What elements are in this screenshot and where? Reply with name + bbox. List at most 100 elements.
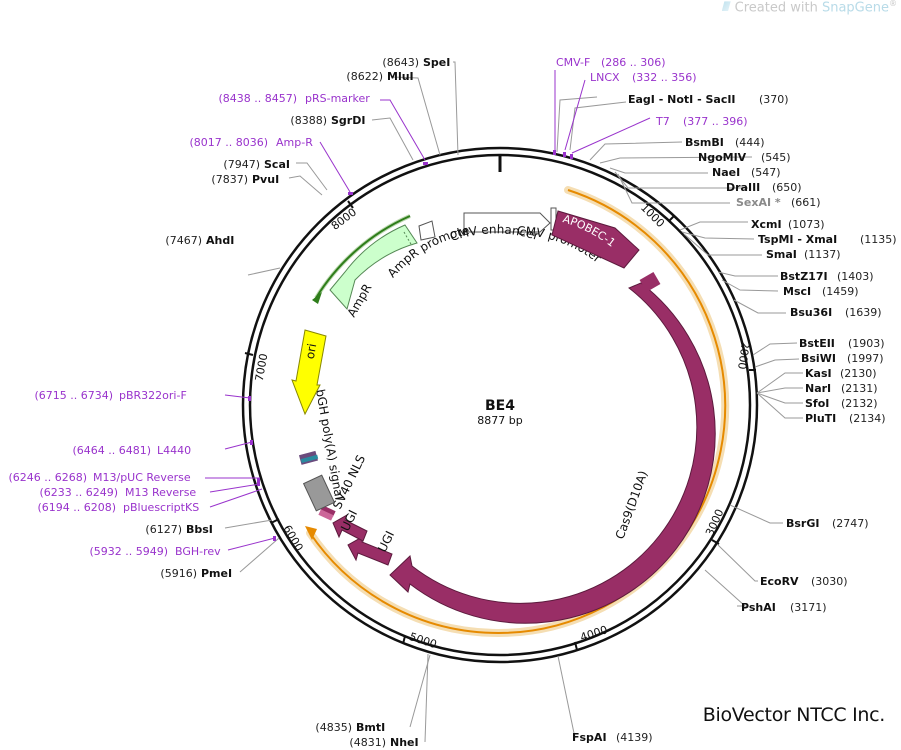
svg-text:SfoI: SfoI xyxy=(805,397,829,410)
site-bsiwi[interactable]: BsiWI (1997) xyxy=(801,352,884,365)
svg-text:SmaI: SmaI xyxy=(766,248,797,261)
svg-text:BsiWI: BsiWI xyxy=(801,352,836,365)
feature-bgh-poly-a[interactable]: bGH poly(A) signal xyxy=(302,388,347,512)
svg-text:BbsI: BbsI xyxy=(186,523,213,536)
site-bsteii[interactable]: BstEII(1903) xyxy=(799,337,885,350)
site-bmti[interactable]: (4835)BmtI xyxy=(315,721,385,734)
tick-7000: 7000 xyxy=(244,352,271,382)
svg-text:pBR322ori-F: pBR322ori-F xyxy=(119,389,187,402)
tick-1000: 1000 xyxy=(638,201,675,230)
svg-text:PshAI: PshAI xyxy=(741,601,776,614)
primer-prs-marker[interactable]: (8438 .. 8457)pRS-marker xyxy=(218,92,370,105)
site-pluti[interactable]: PluTI(2134) xyxy=(805,412,886,425)
primer-m13-puc-reverse[interactable]: (6246 .. 6268)M13/pUC Reverse xyxy=(8,471,190,484)
feature-ampr[interactable]: AmpR xyxy=(329,224,418,320)
site-tspmi-xmai[interactable]: TspMI - XmaI(1135) xyxy=(758,233,897,246)
svg-text:(1459): (1459) xyxy=(822,285,859,298)
site-nari[interactable]: NarI(2131) xyxy=(805,382,878,395)
site-ahdi[interactable]: (7467)AhdI xyxy=(165,234,234,247)
site-scai[interactable]: (7947)ScaI xyxy=(223,158,290,171)
primer-t7[interactable]: T7(377 .. 396) xyxy=(655,115,748,128)
feature-cas9-d10a[interactable]: Cas9(D10A) xyxy=(389,271,716,624)
svg-text:Amp-R: Amp-R xyxy=(276,136,313,149)
feature-ori[interactable]: ori xyxy=(291,329,327,416)
svg-text:6000: 6000 xyxy=(280,523,305,554)
site-bsmbi[interactable]: BsmBI(444) xyxy=(685,136,765,149)
svg-text:(8643): (8643) xyxy=(382,56,419,69)
site-ngomiv[interactable]: NgoMIV(545) xyxy=(698,151,791,164)
site-sexai[interactable]: SexAI *(661) xyxy=(736,196,821,209)
svg-text:FspAI: FspAI xyxy=(572,731,607,744)
svg-text:(4831): (4831) xyxy=(349,736,386,749)
site-eagi-noti-sacii[interactable]: EagI - NotI - SacII (370) xyxy=(628,93,789,106)
primer-l4440[interactable]: (6464 .. 6481) L4440 xyxy=(72,444,191,457)
primer-bgh-rev[interactable]: (5932 .. 5949) BGH-rev xyxy=(89,545,221,558)
site-naei[interactable]: NaeI(547) xyxy=(712,166,781,179)
svg-text:(332 .. 356): (332 .. 356) xyxy=(632,71,697,84)
svg-text:BGH-rev: BGH-rev xyxy=(175,545,221,558)
svg-text:BsmBI: BsmBI xyxy=(685,136,724,149)
primer-marks xyxy=(248,150,573,541)
site-bbsi[interactable]: (6127)BbsI xyxy=(145,523,212,536)
site-bsrgi[interactable]: BsrGI (2747) xyxy=(786,517,869,530)
svg-text:(370): (370) xyxy=(759,93,789,106)
site-pshai[interactable]: PshAI(3171) xyxy=(741,601,827,614)
site-pvui[interactable]: (7837)PvuI xyxy=(211,173,279,186)
svg-text:ScaI: ScaI xyxy=(264,158,290,171)
svg-text:NarI: NarI xyxy=(805,382,831,395)
snapgene-watermark: Created with SnapGene® xyxy=(721,0,897,15)
svg-text:(8622): (8622) xyxy=(346,70,383,83)
svg-text:(6246 .. 6268): (6246 .. 6268) xyxy=(8,471,87,484)
svg-text:M13 Reverse: M13 Reverse xyxy=(125,486,196,499)
primer-m13-reverse[interactable]: (6233 .. 6249)M13 Reverse xyxy=(39,486,196,499)
site-smai[interactable]: SmaI (1137) xyxy=(766,248,841,261)
primer-pbluescriptks[interactable]: (6194 .. 6208)pBluescriptKS xyxy=(37,501,199,514)
svg-text:(1997): (1997) xyxy=(847,352,884,365)
site-ecorv[interactable]: EcoRV(3030) xyxy=(760,575,848,588)
backbone-ring xyxy=(241,146,759,664)
primer-pbr322ori-f[interactable]: (6715 .. 6734)pBR322ori-F xyxy=(34,389,186,402)
svg-text:(547): (547) xyxy=(751,166,781,179)
svg-text:7000: 7000 xyxy=(253,352,271,382)
tick-2000: 2000 xyxy=(735,341,756,371)
feature-f1-marker xyxy=(298,450,319,465)
svg-text:L4440: L4440 xyxy=(157,444,191,457)
site-draiii[interactable]: DraIII(650) xyxy=(726,181,802,194)
site-spei[interactable]: (8643)SpeI xyxy=(382,56,450,69)
site-mlui[interactable]: (8622)MluI xyxy=(346,70,413,83)
tick-3000: 3000 xyxy=(703,507,726,545)
svg-text:(377 .. 396): (377 .. 396) xyxy=(683,115,748,128)
svg-text:SexAI *: SexAI * xyxy=(736,196,781,209)
svg-text:(1135): (1135) xyxy=(860,233,897,246)
feature-ugi-1[interactable]: UGI xyxy=(332,508,368,542)
company-logo-text: BioVector NTCC Inc. xyxy=(702,704,886,726)
svg-text:EagI - NotI - SacII: EagI - NotI - SacII xyxy=(628,93,736,106)
svg-text:(5932 .. 5949): (5932 .. 5949) xyxy=(89,545,168,558)
site-fspai[interactable]: FspAI(4139) xyxy=(572,731,653,744)
svg-text:pRS-marker: pRS-marker xyxy=(305,92,370,105)
plasmid-name: BE4 xyxy=(485,398,515,414)
site-xcmi[interactable]: XcmI(1073) xyxy=(751,218,825,231)
svg-text:LNCX: LNCX xyxy=(590,71,620,84)
site-pmei[interactable]: (5916)PmeI xyxy=(160,567,232,580)
site-nhei[interactable]: (4831)NheI xyxy=(349,736,418,749)
site-sfoi[interactable]: SfoI(2132) xyxy=(805,397,878,410)
primer-amp-r[interactable]: (8017 .. 8036)Amp-R xyxy=(189,136,313,149)
svg-text:Cas9(D10A): Cas9(D10A) xyxy=(613,469,651,541)
primer-lncx[interactable]: LNCX (332 .. 356) xyxy=(590,71,697,84)
svg-text:BsrGI: BsrGI xyxy=(786,517,819,530)
svg-text:PmeI: PmeI xyxy=(201,567,232,580)
svg-text:BstZ17I: BstZ17I xyxy=(780,270,828,283)
site-kasi[interactable]: KasI(2130) xyxy=(805,367,877,380)
svg-text:(6464 .. 6481): (6464 .. 6481) xyxy=(72,444,151,457)
site-msci[interactable]: MscI(1459) xyxy=(783,285,859,298)
svg-text:(4835): (4835) xyxy=(315,721,352,734)
site-bsu36i[interactable]: Bsu36I(1639) xyxy=(790,306,882,319)
site-bstz17i[interactable]: BstZ17I(1403) xyxy=(780,270,874,283)
site-sgrdi[interactable]: (8388)SgrDI xyxy=(290,114,365,127)
primer-cmv-f[interactable]: CMV-F(286 .. 306) xyxy=(556,56,666,69)
svg-text:(1137): (1137) xyxy=(804,248,841,261)
tick-5000: 5000 xyxy=(402,630,438,651)
svg-text:(2747): (2747) xyxy=(832,517,869,530)
